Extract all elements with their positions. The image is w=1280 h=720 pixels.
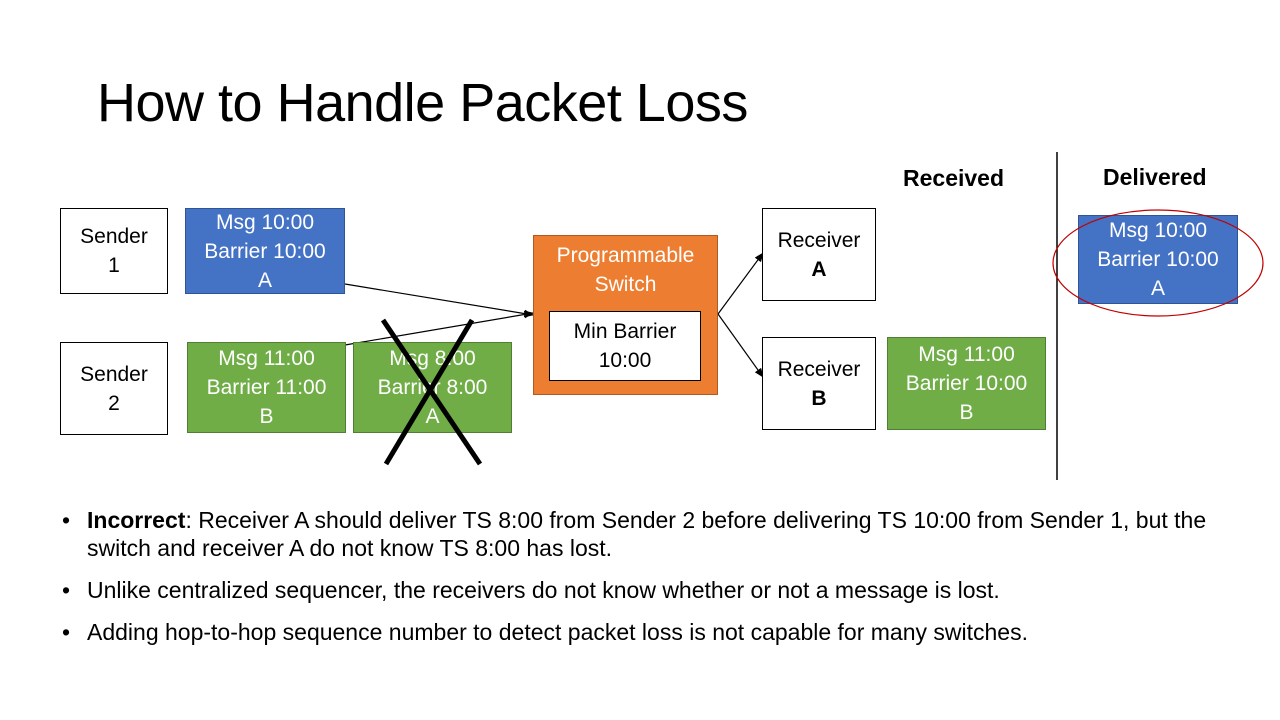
bullet-item-2: • Unlike centralized sequencer, the rece… (62, 576, 1222, 604)
receiver-b-box: Receiver B (762, 337, 876, 430)
bullet-list: • Incorrect: Receiver A should deliver T… (62, 506, 1222, 660)
min-barrier-box: Min Barrier 10:00 (549, 311, 701, 381)
delivered-header: Delivered (1103, 164, 1207, 190)
page-title: How to Handle Packet Loss (97, 73, 748, 133)
message-sender2: Msg 11:00 Barrier 11:00 B (187, 342, 346, 433)
arrow-switch-to-receiverB (717, 313, 764, 378)
received-message-dest: B (959, 401, 974, 424)
bullet-marker: • (62, 619, 71, 645)
received-message-barrier: Barrier 10:00 (905, 372, 1028, 395)
arrow-sender2-to-switch (344, 310, 534, 346)
message-sender1-dest: A (257, 268, 272, 292)
message-sender2-msg: Msg 11:00 (218, 347, 315, 370)
sender-2-label: Sender (80, 362, 148, 386)
bullet-marker: • (62, 507, 71, 533)
lost-packet-cross-mark (380, 318, 483, 466)
delivered-message: Msg 10:00 Barrier 10:00 A (1078, 215, 1238, 304)
message-sender1-barrier: Barrier 10:00 (204, 239, 326, 263)
message-sender2-barrier: Barrier 11:00 (206, 376, 327, 399)
bullet-1-text: : Receiver A should deliver TS 8:00 from… (87, 507, 1207, 561)
bullet-2-text: Unlike centralized sequencer, the receiv… (87, 577, 1000, 603)
sender-1-label: Sender (80, 225, 148, 248)
bullet-3-text: Adding hop-to-hop sequence number to det… (87, 619, 1028, 645)
receiver-a-label: Receiver (777, 228, 861, 252)
sender-2-box: Sender 2 (60, 342, 168, 435)
message-sender1-msg: Msg 10:00 (215, 210, 315, 234)
message-sender2-dest: B (259, 405, 274, 428)
received-message: Msg 11:00 Barrier 10:00 B (887, 337, 1046, 430)
delivered-message-barrier: Barrier 10:00 (1097, 248, 1219, 271)
bullet-item-3: • Adding hop-to-hop sequence number to d… (62, 618, 1222, 646)
switch-label-line1: Programmable (556, 244, 695, 267)
receiver-a-id: A (811, 257, 827, 281)
receiver-b-id: B (811, 386, 827, 410)
min-barrier-label: Min Barrier (573, 320, 677, 343)
delivered-message-msg: Msg 10:00 (1108, 219, 1208, 242)
bullet-1-bold: Incorrect (87, 507, 186, 533)
message-lost-dest: A (425, 405, 440, 428)
delivered-highlight-circle (1052, 209, 1264, 317)
arrow-sender1-to-switch (344, 283, 534, 318)
delivered-message-dest: A (1150, 277, 1165, 300)
bullet-item-1: • Incorrect: Receiver A should deliver T… (62, 506, 1222, 562)
sender-2-number: 2 (108, 391, 120, 415)
min-barrier-value: 10:00 (598, 349, 652, 372)
bullet-marker: • (62, 577, 71, 603)
arrow-switch-to-receiverA (717, 252, 764, 315)
received-message-msg: Msg 11:00 (918, 343, 1015, 366)
received-header: Received (903, 165, 1005, 191)
sender-1-number: 1 (108, 254, 120, 277)
receiver-b-label: Receiver (777, 357, 861, 381)
message-sender1: Msg 10:00 Barrier 10:00 A (185, 208, 345, 294)
receiver-a-box: Receiver A (762, 208, 876, 301)
sender-1-box: Sender 1 (60, 208, 168, 294)
switch-label-line2: Switch (594, 273, 657, 296)
